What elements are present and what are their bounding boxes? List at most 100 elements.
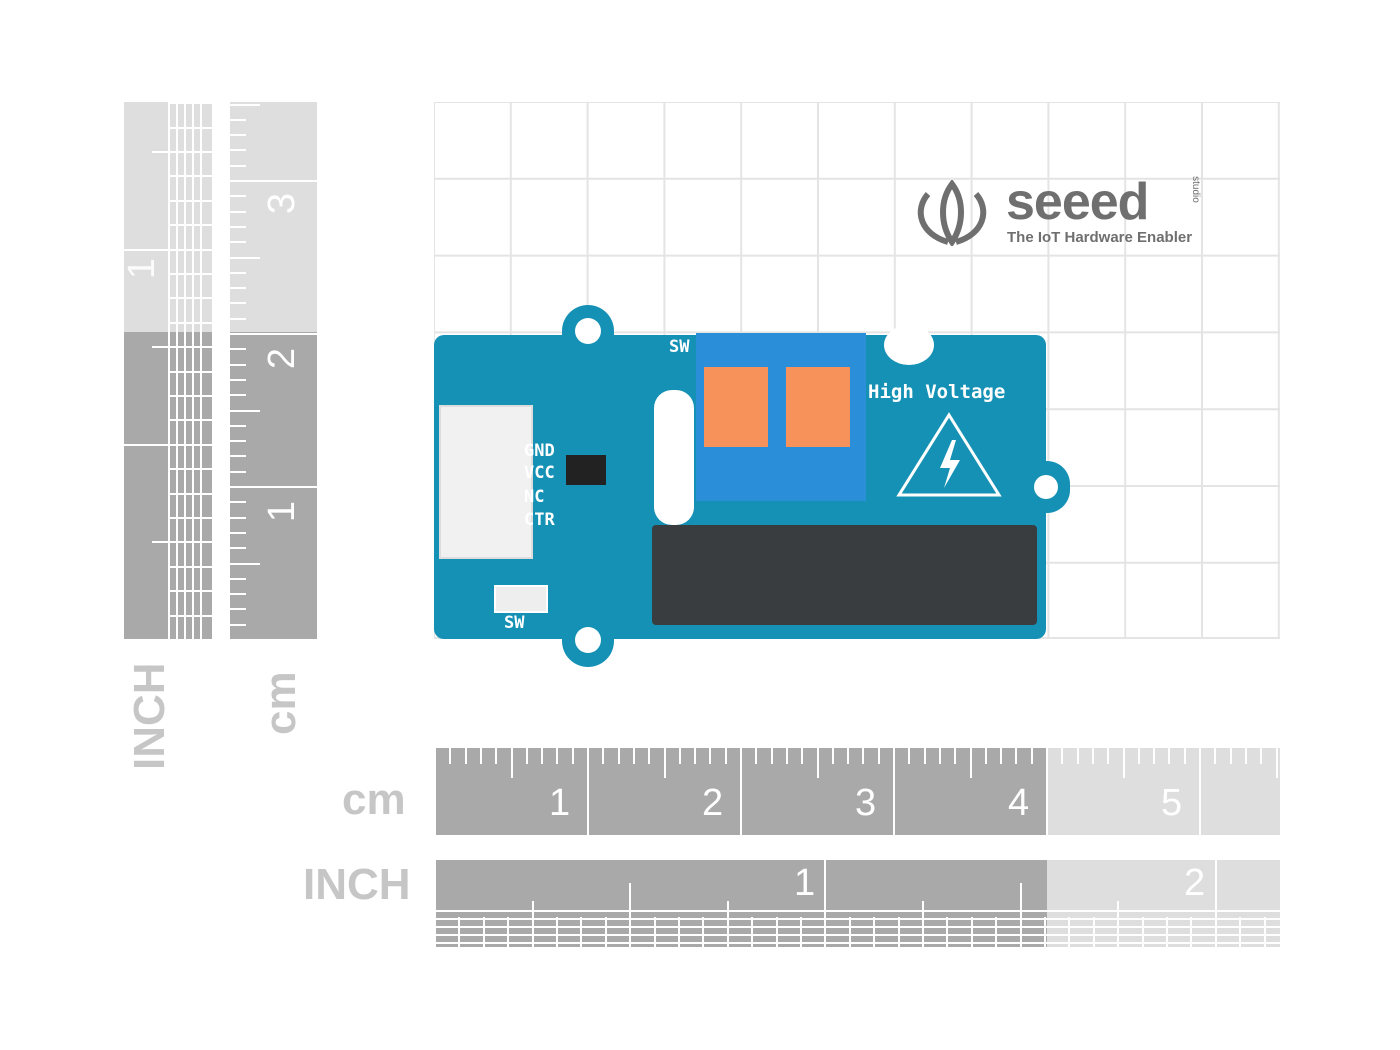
ruler-tick bbox=[1122, 748, 1125, 778]
ruler-tick bbox=[1000, 748, 1003, 764]
ruler-tick bbox=[848, 917, 851, 947]
ruler-tick bbox=[507, 917, 510, 947]
ruler-tick bbox=[230, 516, 246, 519]
ruler-tick bbox=[230, 317, 246, 320]
ruler-label: 1 bbox=[794, 862, 816, 904]
ruler-tick bbox=[168, 468, 212, 471]
ruler-tick bbox=[230, 455, 246, 458]
ruler-label: 1 bbox=[549, 782, 571, 824]
ruler-tick bbox=[954, 748, 957, 764]
ruler-tick bbox=[168, 395, 212, 397]
ruler-tick bbox=[230, 134, 246, 137]
ruler-tick bbox=[1275, 748, 1278, 778]
ruler-tick bbox=[873, 917, 876, 947]
ruler-tick bbox=[230, 103, 260, 106]
ruler-tick bbox=[785, 748, 788, 764]
pin-label-nc: NC bbox=[524, 487, 545, 507]
grove-connector bbox=[439, 405, 533, 559]
ruler-tick bbox=[1107, 748, 1110, 764]
ruler-tick bbox=[709, 748, 712, 764]
ruler-tick bbox=[1166, 917, 1168, 947]
ruler-tick bbox=[192, 102, 194, 639]
ruler-tick bbox=[168, 102, 170, 639]
ruler-tick bbox=[168, 419, 212, 422]
ruler-tick bbox=[525, 748, 528, 764]
ruler-tick bbox=[587, 748, 589, 835]
high-voltage-label: High Voltage bbox=[868, 381, 1006, 403]
ruler-tick bbox=[571, 748, 574, 764]
ruler-tick bbox=[1168, 748, 1171, 764]
ruler-tick bbox=[230, 394, 246, 397]
ruler-tick bbox=[724, 748, 727, 764]
ruler-tick bbox=[1214, 860, 1217, 947]
ruler-tick bbox=[152, 346, 212, 349]
ruler-tick bbox=[434, 926, 1280, 928]
ruler-tick bbox=[775, 917, 778, 947]
ruler-tick bbox=[862, 748, 865, 764]
ruler-tick bbox=[434, 860, 436, 947]
ruler-tick bbox=[168, 614, 212, 617]
ruler-tick bbox=[230, 501, 246, 504]
ruler-label: 1 bbox=[261, 500, 304, 523]
ruler-tick bbox=[531, 901, 534, 947]
ruler-tick bbox=[831, 748, 834, 764]
ruler-tick bbox=[434, 934, 1280, 936]
high-voltage-warning-icon bbox=[896, 412, 1002, 497]
ruler-tick bbox=[230, 287, 246, 290]
ruler-label: 4 bbox=[1008, 782, 1030, 824]
ruler-tick bbox=[824, 860, 827, 947]
ruler-tick bbox=[893, 748, 895, 835]
ruler-label: 2 bbox=[702, 782, 724, 824]
ruler-tick bbox=[124, 443, 212, 446]
ruler-tick bbox=[1117, 901, 1120, 947]
left-inch-ruler: 1 bbox=[124, 102, 212, 639]
ruler-tick bbox=[230, 348, 246, 351]
ruler-tick bbox=[230, 302, 246, 305]
ruler-tick bbox=[1068, 917, 1071, 947]
ruler-label: 2 bbox=[1184, 862, 1206, 904]
seeed-logo: seeed studio The IoT Hardware Enabler bbox=[912, 173, 1212, 250]
ruler-tick bbox=[230, 424, 246, 427]
ruler-tick bbox=[168, 590, 212, 593]
ruler-tick bbox=[230, 225, 246, 228]
ruler-tick bbox=[230, 149, 246, 152]
ruler-tick bbox=[678, 917, 680, 947]
ruler-tick bbox=[946, 917, 949, 947]
ruler-tick bbox=[230, 363, 246, 366]
logo-sub: studio bbox=[1189, 176, 1201, 203]
ruler-tick bbox=[200, 102, 202, 639]
ruler-tick bbox=[938, 748, 941, 764]
ruler-tick bbox=[1153, 748, 1156, 764]
left-cm-unit: cm bbox=[256, 671, 305, 735]
relay-board: GND VCC NC CTR SW SW High Voltage bbox=[434, 305, 1074, 667]
ruler-tick bbox=[604, 917, 607, 947]
ruler-tick bbox=[124, 248, 212, 251]
ruler-dark-section bbox=[230, 332, 317, 639]
ruler-tick bbox=[168, 126, 212, 129]
ruler-tick bbox=[648, 748, 651, 764]
ruler-tick bbox=[168, 224, 212, 227]
ruler-tick bbox=[726, 901, 729, 947]
ruler-label: 1 bbox=[124, 257, 164, 280]
bottom-cm-unit: cm bbox=[342, 775, 406, 824]
led bbox=[494, 585, 548, 613]
ruler-tick bbox=[168, 321, 212, 324]
ruler-tick bbox=[168, 297, 212, 300]
ruler-tick bbox=[541, 748, 544, 764]
terminal-lever[interactable] bbox=[786, 367, 850, 447]
ruler-tick bbox=[168, 175, 212, 178]
ruler-tick bbox=[1076, 748, 1079, 764]
ruler-tick bbox=[770, 748, 773, 764]
ruler-tick bbox=[923, 748, 926, 764]
ruler-tick bbox=[230, 210, 246, 213]
ruler-tick bbox=[702, 917, 705, 947]
ruler-tick bbox=[800, 917, 802, 947]
ruler-tick bbox=[230, 470, 246, 473]
ruler-tick bbox=[755, 748, 758, 764]
ruler-tick bbox=[168, 492, 212, 495]
ruler-tick bbox=[434, 942, 1280, 944]
ruler-tick bbox=[1239, 917, 1242, 947]
ruler-tick bbox=[1190, 917, 1193, 947]
terminal-lever[interactable] bbox=[704, 367, 768, 447]
